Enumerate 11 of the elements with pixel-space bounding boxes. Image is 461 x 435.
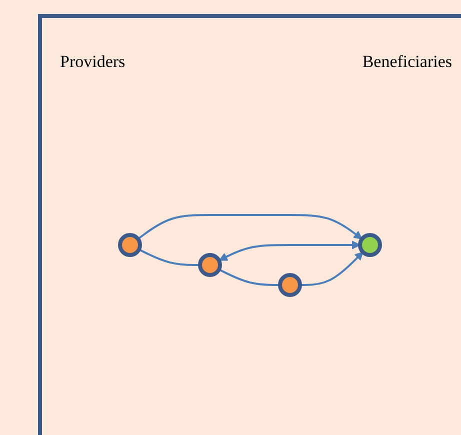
node-circle	[278, 273, 302, 297]
node-circle	[118, 233, 142, 257]
arrow	[300, 252, 364, 286]
column-heading: Providers	[60, 52, 126, 72]
arrow	[218, 240, 360, 261]
connector	[138, 248, 200, 266]
arrow	[137, 214, 362, 240]
connector	[218, 268, 280, 286]
column-heading: Beneficiaries	[362, 52, 452, 72]
node-circle	[198, 253, 222, 277]
node-circle	[358, 233, 382, 257]
